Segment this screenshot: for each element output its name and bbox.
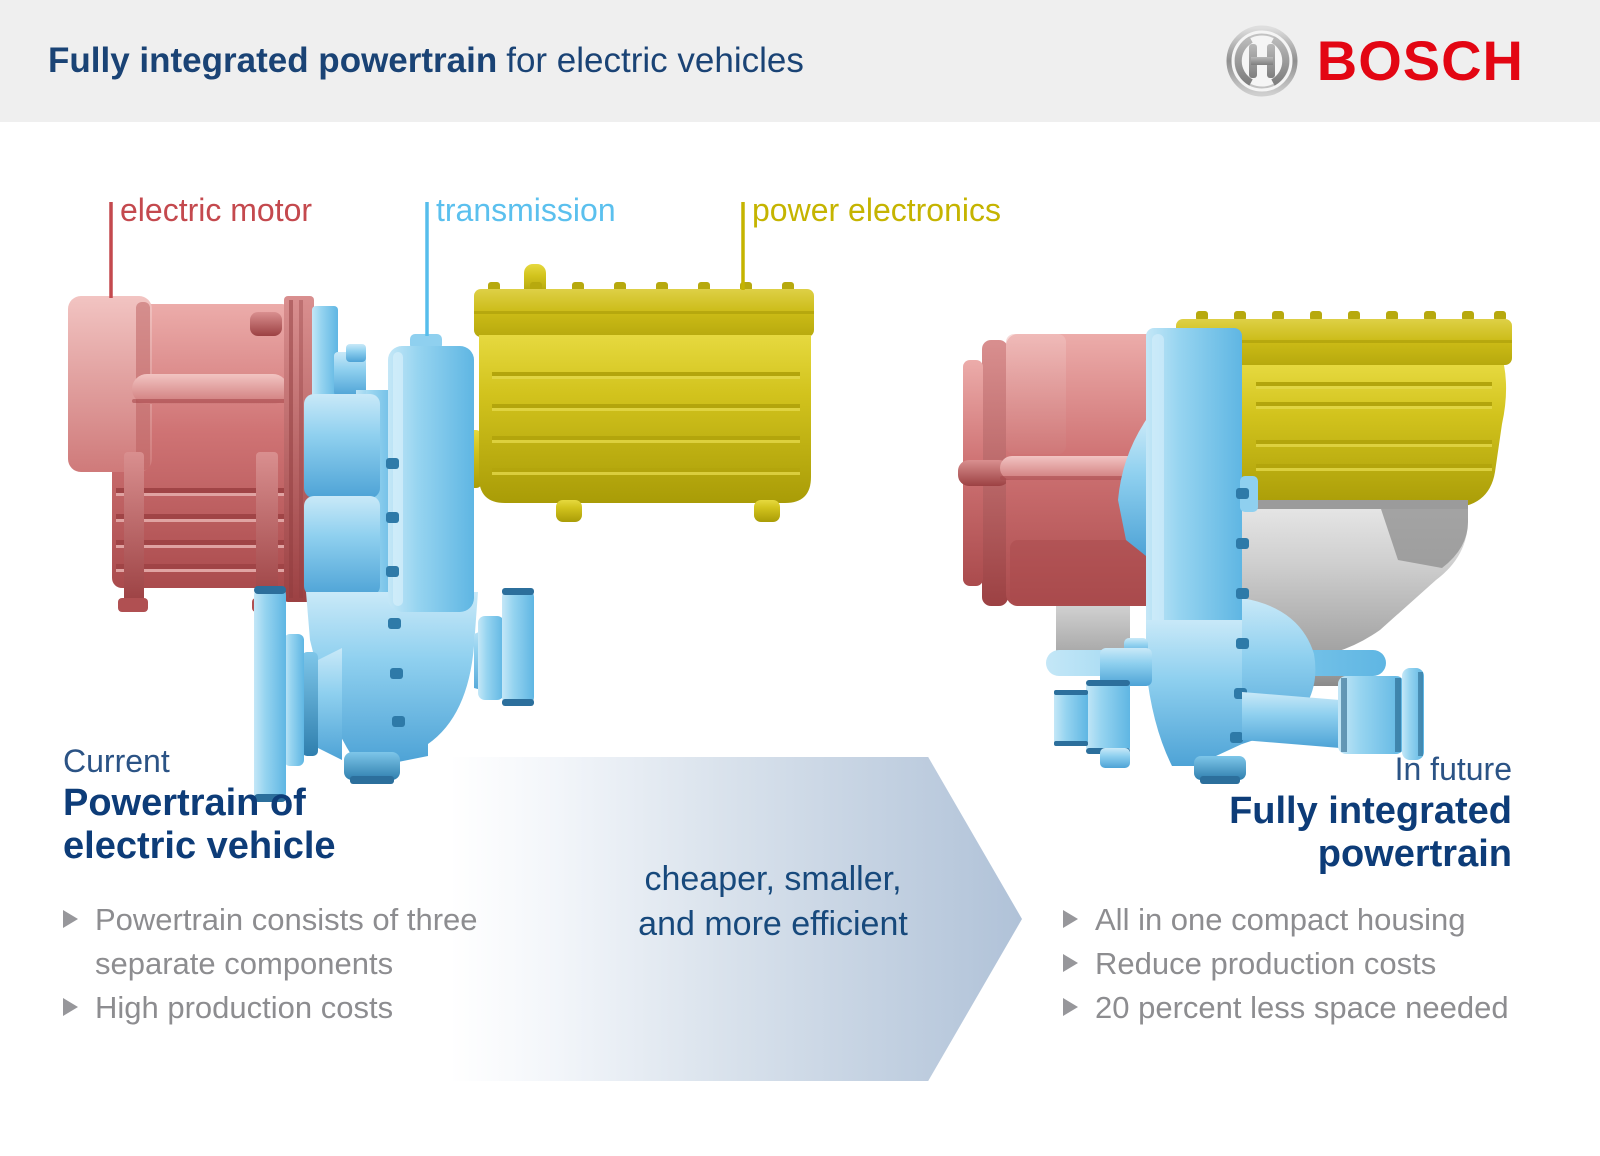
bullet-text: All in one compact housing <box>1095 902 1466 937</box>
electric-motor-label: electric motor <box>120 192 313 228</box>
integrated-electronics-box <box>1176 311 1512 508</box>
bullet-triangle-icon <box>1063 954 1078 972</box>
current-heading-block: Current Powertrain of electric vehicle <box>63 740 336 868</box>
list-item: All in one compact housing <box>1063 902 1509 946</box>
bullet-triangle-icon <box>63 998 78 1016</box>
arrow-caption-line2: and more efficient <box>638 905 908 943</box>
current-title-line2: electric vehicle <box>63 825 336 867</box>
page-title: Fully integrated powertrain for electric… <box>48 0 804 122</box>
bullet-text: High production costs <box>95 990 394 1025</box>
page-title-regular: for electric vehicles <box>506 41 804 80</box>
bullet-text: 20 percent less space needed <box>1095 990 1509 1025</box>
list-item: 20 percent less space needed <box>1063 990 1509 1034</box>
bullet-text: Reduce production costs <box>1095 946 1437 981</box>
power-electronics-box <box>462 264 814 522</box>
power-electronics-label: power electronics <box>752 192 1001 228</box>
bullet-triangle-icon <box>1063 910 1078 928</box>
bosch-emblem-icon <box>1226 25 1298 97</box>
transition-arrow: cheaper, smaller, and more efficient <box>450 757 1022 1081</box>
current-powertrain-illustration <box>68 202 814 802</box>
list-item: Reduce production costs <box>1063 946 1509 990</box>
header-bar: Fully integrated powertrain for electric… <box>0 0 1600 122</box>
current-title-line1: Powertrain of <box>63 782 306 824</box>
electric-motor-body <box>68 296 314 612</box>
list-item: Powertrain consists of three <box>63 902 478 946</box>
page-title-bold: Fully integrated powertrain <box>48 41 498 80</box>
bullet-triangle-icon <box>63 910 78 928</box>
future-eyebrow: In future <box>1394 751 1512 787</box>
future-heading-block: In future Fully integrated powertrain <box>1229 748 1512 876</box>
arrow-caption-line1: cheaper, smaller, <box>644 860 902 898</box>
bosch-wordmark: BOSCH <box>1316 29 1524 92</box>
bosch-logo: BOSCH <box>1225 0 1524 122</box>
current-eyebrow: Current <box>63 743 170 779</box>
integrated-transmission <box>1046 328 1424 784</box>
future-title-line1: Fully integrated <box>1229 790 1512 832</box>
transmission-label: transmission <box>436 192 616 228</box>
bullet-triangle-icon <box>1063 998 1078 1016</box>
transmission-housing <box>254 306 534 802</box>
bullet-text: Powertrain consists of three <box>95 902 478 937</box>
future-title-line2: powertrain <box>1317 833 1512 875</box>
list-item: separate components <box>63 946 478 990</box>
list-item: High production costs <box>63 990 478 1034</box>
future-bullet-list: All in one compact housing Reduce produc… <box>1063 902 1509 1034</box>
current-bullet-list: Powertrain consists of three separate co… <box>63 902 478 1034</box>
leader-lines <box>109 202 745 336</box>
bullet-text: separate components <box>95 946 394 981</box>
integrated-powertrain-illustration <box>958 311 1512 784</box>
arrow-caption: cheaper, smaller, and more efficient <box>570 857 976 947</box>
